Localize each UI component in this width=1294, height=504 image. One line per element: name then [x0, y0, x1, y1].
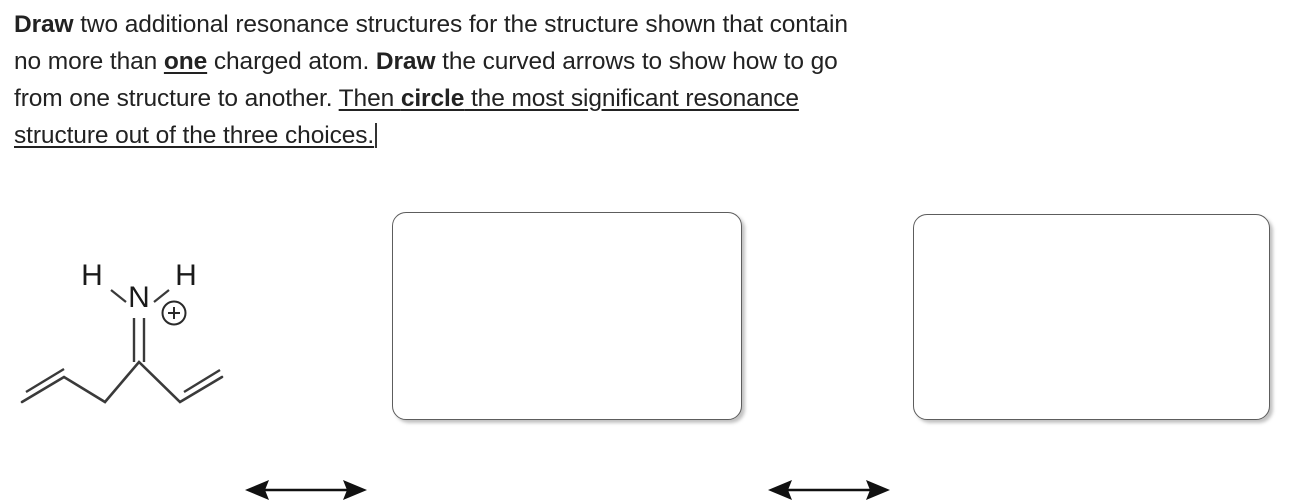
bond-left-alkene-second-line [25, 367, 65, 394]
prompt-line-3-segment-2: Then [338, 85, 401, 112]
text-cursor [375, 123, 378, 148]
resonance-arrow-1 [245, 480, 367, 500]
prompt-line-2-segment-1: no more than [14, 48, 164, 75]
prompt-line-4-segment-1: structure out of the three choices. [14, 122, 375, 149]
prompt-line-2: no more than one charged atom. Draw the … [14, 43, 1264, 80]
prompt-line-3-segment-1: from one structure to another. [14, 85, 339, 112]
carbon-backbone [20, 360, 224, 404]
formal-charge-plus-icon [161, 300, 187, 326]
bond-n-h-right [153, 289, 170, 303]
resonance-figure: H N H [0, 180, 1294, 500]
prompt-emphasis-circle: circle [400, 85, 465, 112]
atom-label-n: N [128, 281, 150, 314]
bond-n-h-left [110, 289, 127, 303]
prompt-emphasis-one: one [163, 48, 208, 75]
prompt-line-2-segment-5: the curved arrows to show how to go [435, 48, 838, 75]
prompt-line-1-segment-1: Draw [14, 11, 74, 38]
answer-box-2[interactable] [913, 214, 1270, 420]
resonance-arrow-2 [768, 480, 890, 500]
prompt-line-3: from one structure to another. Then circ… [14, 80, 1264, 117]
prompt-line-3-segment-4: the most significant resonance [464, 85, 799, 112]
prompt-line-1-segment-2: two additional resonance structures for … [73, 11, 848, 38]
prompt-line-2-segment-3: charged atom. [207, 48, 376, 75]
molecule-structure: H N H [20, 259, 224, 404]
question-prompt: Draw two additional resonance structures… [14, 6, 1264, 154]
prompt-line-4: structure out of the three choices. [14, 117, 1264, 154]
prompt-line-1: Draw two additional resonance structures… [14, 6, 1264, 43]
atom-label-h-right: H [175, 259, 197, 292]
bond-right-alkene-second-line [183, 368, 221, 394]
atom-label-h-left: H [81, 259, 103, 292]
prompt-line-2-segment-4: Draw [375, 48, 436, 75]
answer-box-1[interactable] [392, 212, 742, 420]
